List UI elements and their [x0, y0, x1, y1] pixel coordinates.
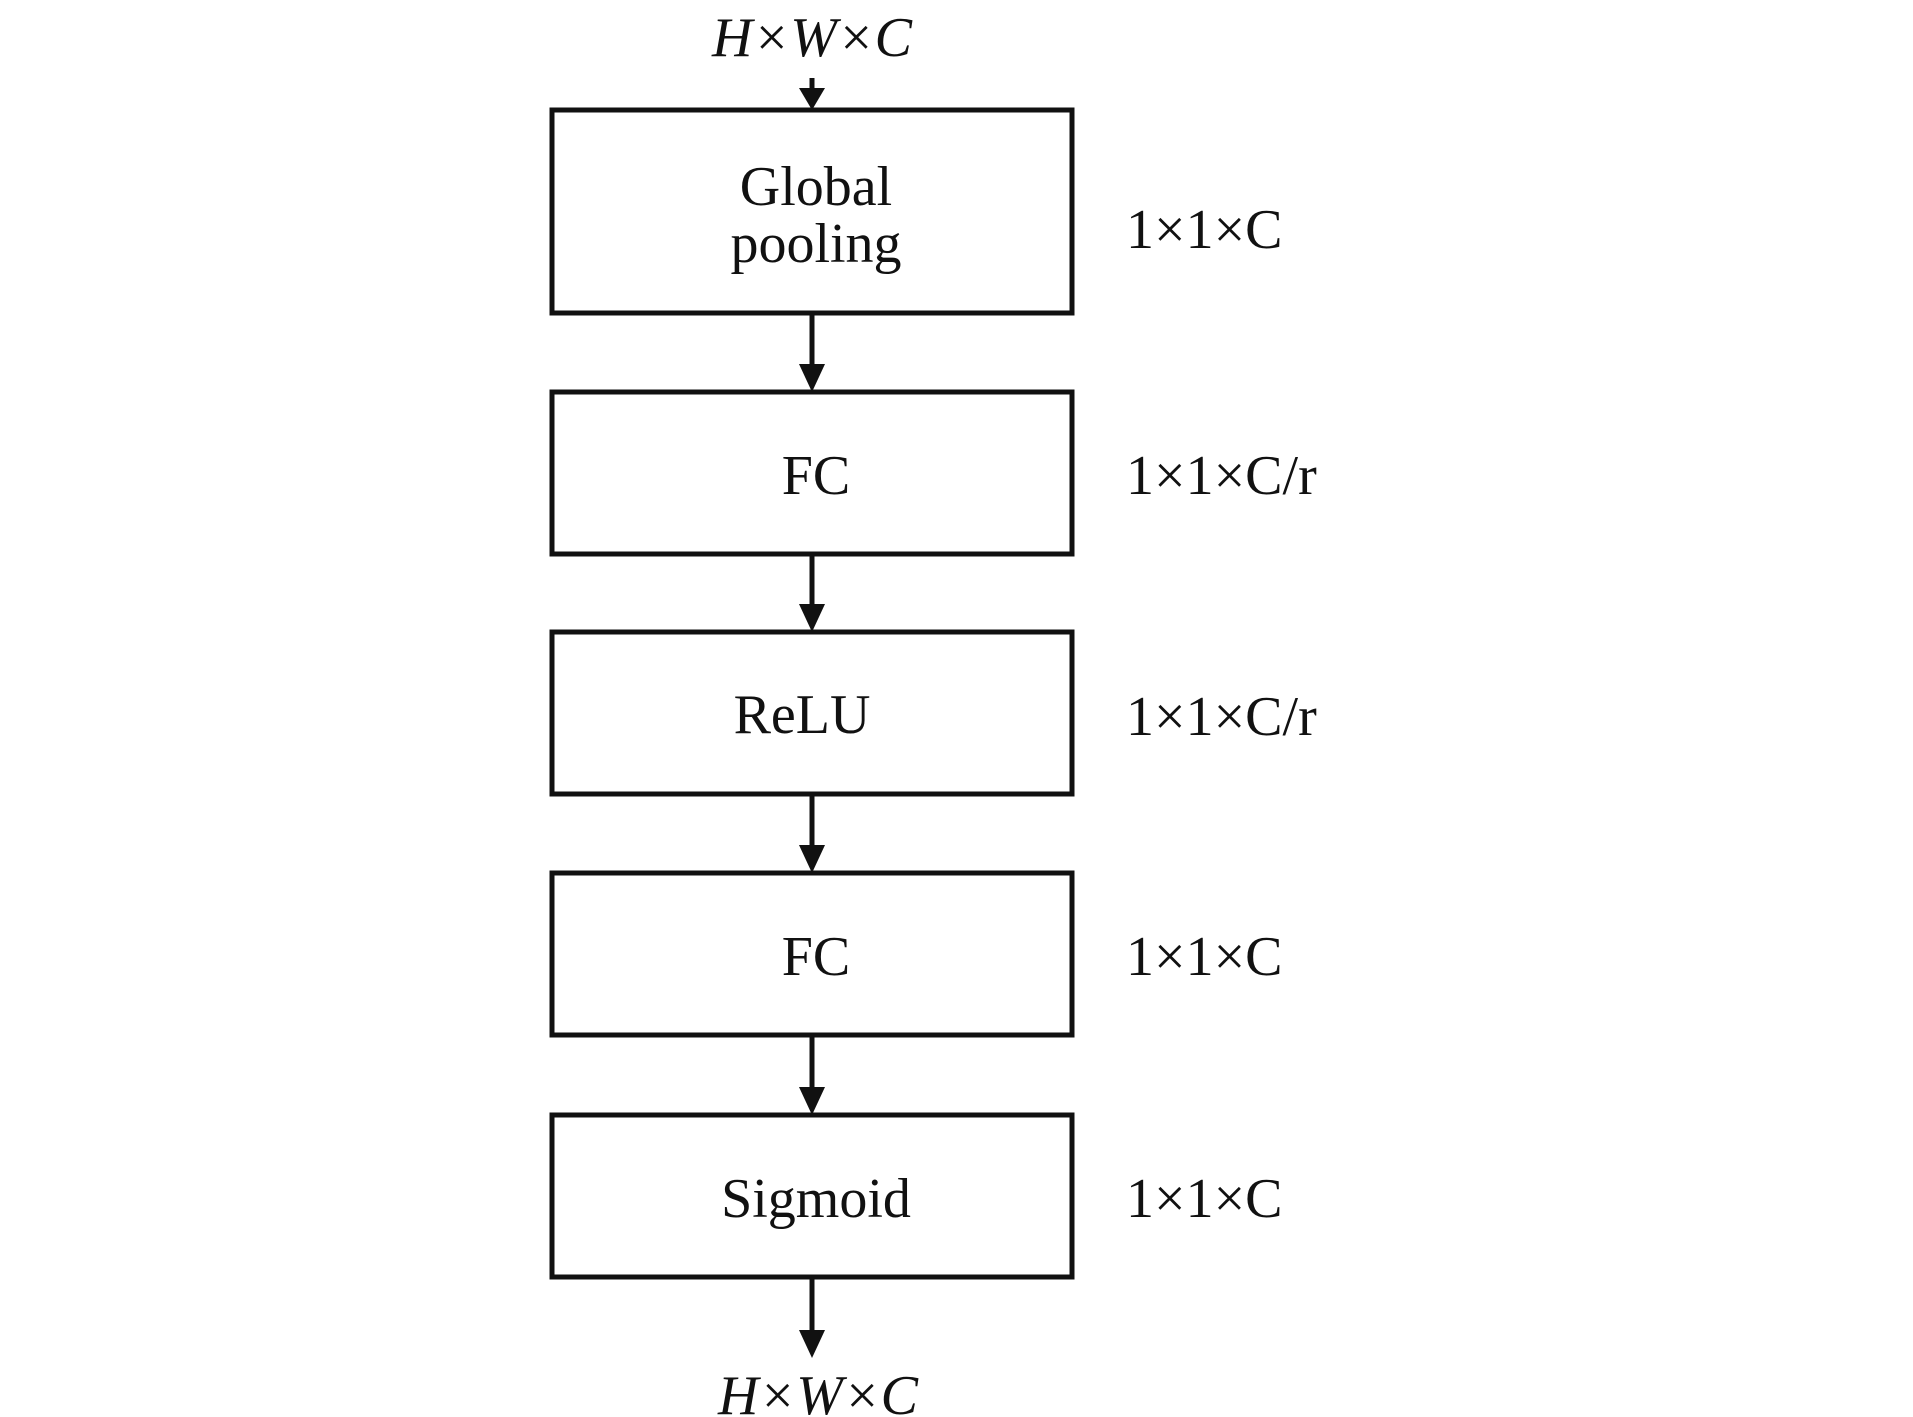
svg-text:pooling: pooling: [730, 213, 901, 275]
arrow-connector: [799, 554, 825, 632]
block-label-line: Global: [740, 156, 892, 218]
block-fc-2: FC: [549, 870, 1075, 1038]
input-arrow: [799, 78, 825, 110]
block-label-line: pooling: [730, 213, 901, 275]
svg-text:Global: Global: [740, 156, 892, 218]
arrow-connector: [799, 794, 825, 873]
input-shape-label: H×W×C: [711, 7, 913, 69]
dims-label: 1×1×C/r: [1126, 686, 1317, 748]
dims-label: 1×1×C: [1126, 1168, 1283, 1230]
output-arrow: [799, 1277, 825, 1358]
block-fc-1: FC: [549, 389, 1075, 557]
block-label: Sigmoid: [721, 1168, 911, 1230]
dims-label: 1×1×C: [1126, 926, 1283, 988]
block-label: ReLU: [734, 684, 871, 746]
block-global-pooling: Global pooling: [549, 107, 1075, 316]
block-label: FC: [782, 445, 851, 507]
dims-label: 1×1×C/r: [1126, 445, 1317, 507]
block-label: FC: [782, 926, 851, 988]
arrow-connector: [799, 1035, 825, 1115]
output-shape-label: H×W×C: [717, 1365, 919, 1417]
arrow-connector: [799, 313, 825, 392]
dims-label: 1×1×C: [1126, 199, 1283, 261]
block-relu: ReLU: [549, 629, 1075, 797]
block-sigmoid: Sigmoid: [549, 1112, 1075, 1280]
